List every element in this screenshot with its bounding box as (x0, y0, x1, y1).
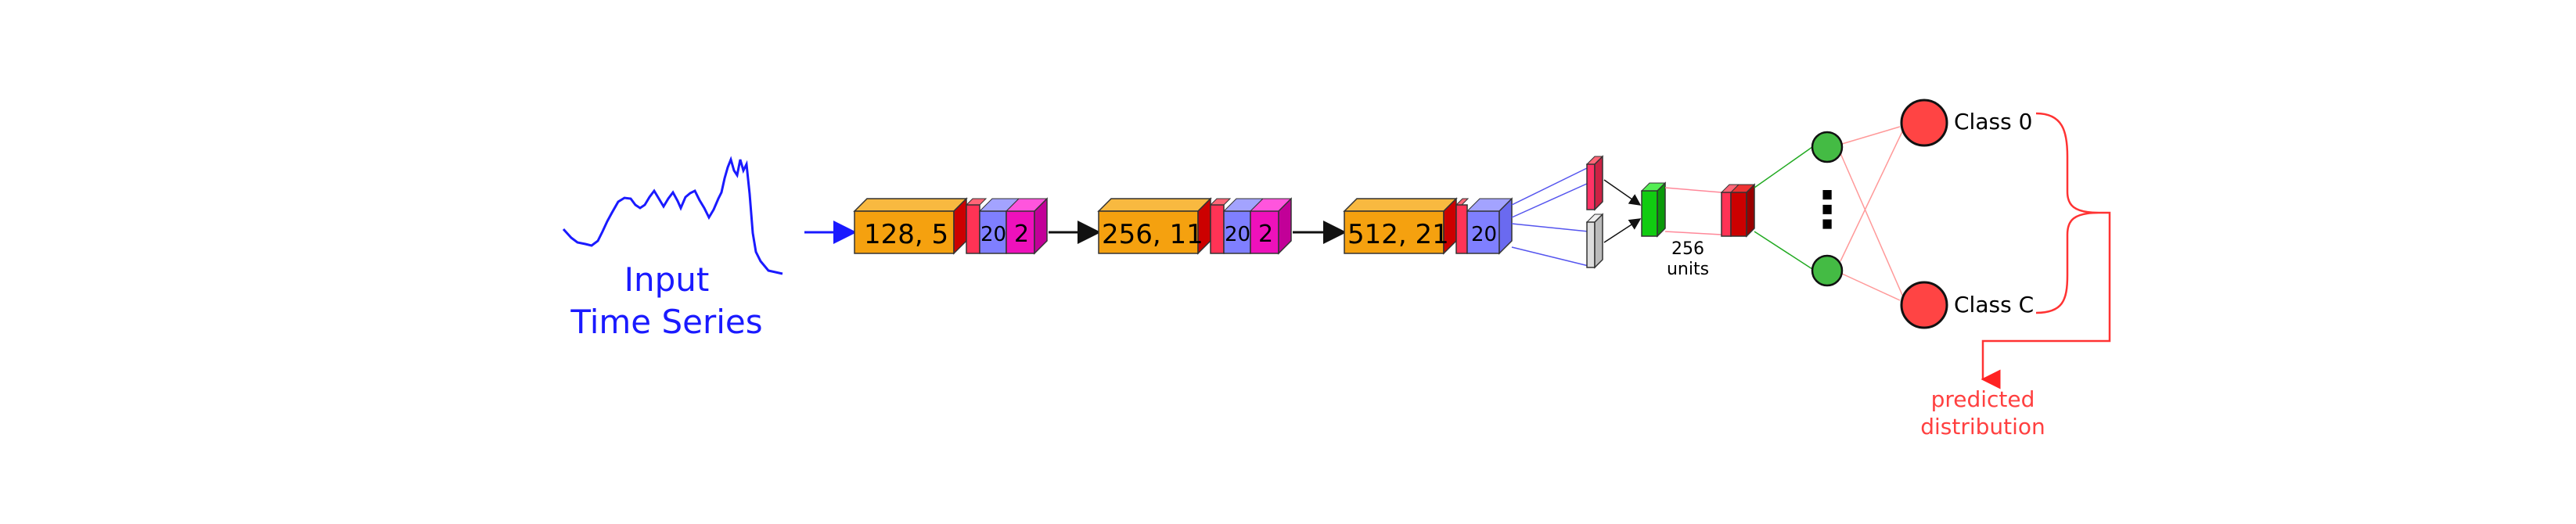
batchnorm-3-side (1498, 197, 1513, 255)
attention-split-lines (1511, 167, 1589, 267)
node-to-class-edges (1840, 126, 1905, 301)
edge-red-to-node-bottom (1754, 231, 1813, 270)
dense-layer-green (1640, 181, 1667, 238)
output-connector (1981, 211, 2111, 389)
conv-layer-3 (1344, 210, 1445, 254)
output-label-line1: predicted (1931, 386, 2035, 412)
input-time-series-curve (562, 156, 783, 275)
pool-1-label: 2 (1014, 221, 1029, 248)
dropout-1-pink (966, 204, 980, 254)
hidden-nodes-ellipsis: ⋮ (1802, 181, 1852, 239)
dense-units-label: units (1667, 260, 1709, 279)
batchnorm-2-label: 20 (1225, 223, 1250, 246)
output-label-line2: distribution (1920, 414, 2045, 440)
output-brace (2035, 112, 2099, 314)
class-node-c (1900, 281, 1948, 329)
dropout-3-pink (1455, 204, 1468, 254)
dense-to-output-lines (1664, 187, 1722, 235)
batchnorm-1 (979, 210, 1007, 254)
batchnorm-3 (1466, 210, 1500, 254)
input-label-line1: Input (624, 260, 710, 299)
conv-layer-3-top (1343, 198, 1458, 212)
input-label-line2: Time Series (570, 303, 762, 341)
dropout-1-pink-top (965, 198, 988, 206)
conv-layer-2-top (1097, 198, 1212, 212)
class-c-label: Class C (1954, 292, 2034, 318)
pool-2-side (1278, 197, 1292, 255)
conv-layer-2 (1098, 210, 1199, 254)
arrow-attention-pink-to-dense (1603, 179, 1642, 206)
conv-2-label: 256, 11 (1102, 219, 1203, 250)
conv-block-1: 128, 5 20 2 (853, 197, 1049, 255)
arrow-attention-grey-to-dense (1603, 218, 1642, 243)
edge-red-to-node-top (1754, 146, 1813, 188)
hidden-node-top (1811, 131, 1844, 163)
pool-1-side (1034, 197, 1048, 255)
pool-2-label: 2 (1258, 221, 1273, 248)
pool-1 (1006, 210, 1035, 254)
dropout-3-pink-top (1455, 198, 1470, 206)
dense-units-number: 256 (1671, 239, 1704, 259)
dropout-2-pink (1210, 204, 1225, 254)
conv-3-label: 512, 21 (1347, 219, 1449, 250)
dropout-2-pink-top (1209, 198, 1232, 206)
attention-block-pink (1585, 155, 1604, 211)
class-node-0 (1900, 99, 1948, 147)
class-0-label: Class 0 (1954, 109, 2032, 135)
batchnorm-3-label: 20 (1471, 223, 1497, 246)
hidden-node-bottom (1811, 254, 1844, 287)
conv-block-3: 512, 21 20 (1343, 197, 1513, 255)
conv-1-label: 128, 5 (864, 219, 948, 250)
conv-layer-1-top (853, 198, 968, 212)
attention-block-grey (1585, 213, 1604, 269)
dense-layer-red (1720, 183, 1756, 238)
conv-block-2: 256, 11 20 2 (1097, 197, 1293, 255)
batchnorm-1-label: 20 (980, 223, 1006, 246)
